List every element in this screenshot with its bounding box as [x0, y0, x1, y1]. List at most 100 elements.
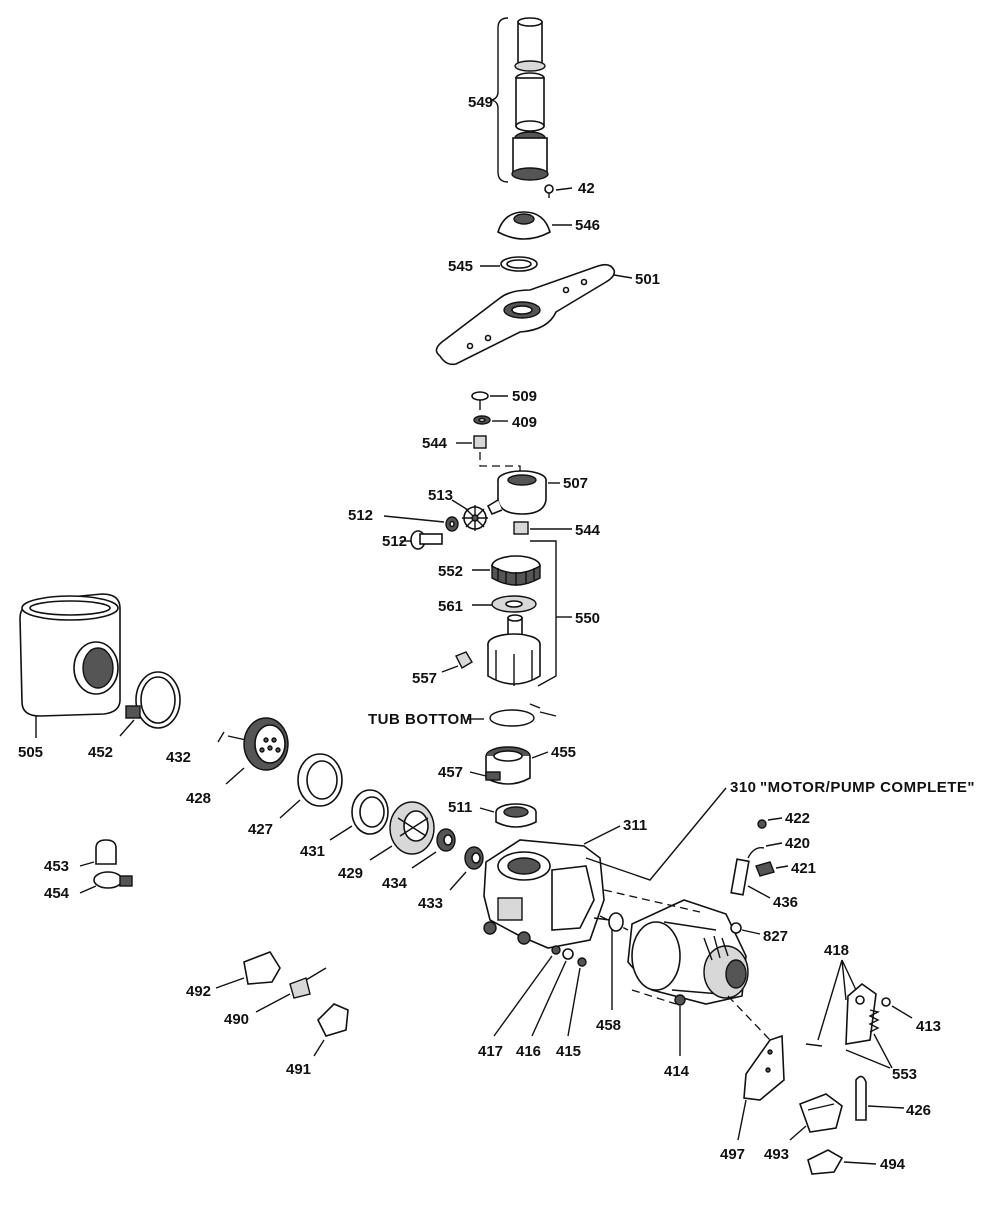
- label-426: 426: [906, 1102, 931, 1119]
- label-413: 413: [916, 1018, 941, 1035]
- part-511-nut: [479, 803, 537, 828]
- label-827: 827: [763, 928, 788, 945]
- part-432-spring: [217, 731, 247, 743]
- part-457-clamp: [469, 771, 501, 781]
- part-422-screw: [757, 817, 783, 829]
- part-452-hose-clamp: [119, 671, 181, 737]
- label-310-title: "MOTOR/PUMP COMPLETE": [760, 779, 975, 796]
- label-544-upper: 544: [422, 435, 448, 452]
- label-505: 505: [18, 744, 43, 761]
- part-454-clamp: [79, 871, 133, 894]
- label-552: 552: [438, 563, 463, 580]
- part-546-spray-cap: [497, 211, 572, 240]
- label-501: 501: [635, 271, 660, 288]
- label-507: 507: [563, 475, 588, 492]
- label-452: 452: [88, 744, 113, 761]
- part-549-spray-tube: [489, 17, 549, 183]
- part-436-capacitor: [730, 858, 771, 899]
- part-491-bracket: [313, 1003, 349, 1057]
- part-311-pump-housing: [483, 825, 621, 949]
- label-310: 310: [730, 779, 757, 796]
- part-545-retaining-ring: [480, 256, 538, 272]
- part-557-clip: [441, 651, 473, 673]
- label-409: 409: [512, 414, 537, 431]
- label-431: 431: [300, 843, 325, 860]
- part-497-mounting-bracket: [737, 1034, 785, 1141]
- label-433: 433: [418, 895, 443, 912]
- part-507-manifold: [486, 470, 560, 516]
- part-415-nut: [567, 957, 587, 1037]
- label-493: 493: [764, 1146, 789, 1163]
- label-421: 421: [791, 860, 816, 877]
- label-545: 545: [448, 258, 473, 275]
- label-549: 549: [468, 94, 493, 111]
- label-415: 415: [556, 1043, 581, 1060]
- part-tub-bottom-opening: [468, 703, 557, 727]
- label-550: 550: [575, 610, 600, 627]
- part-494-cover: [807, 1149, 877, 1175]
- label-553: 553: [892, 1066, 917, 1083]
- part-428-impeller: [225, 717, 289, 785]
- part-427-gasket-ring: [279, 753, 343, 819]
- part-310-motor-pump-complete: [585, 787, 771, 1041]
- label-457: 457: [438, 764, 463, 781]
- part-417-washer: [493, 945, 561, 1037]
- part-409-washer: [473, 415, 508, 425]
- label-416: 416: [516, 1043, 541, 1060]
- label-429: 429: [338, 865, 363, 882]
- label-455: 455: [551, 744, 576, 761]
- label-436: 436: [773, 894, 798, 911]
- part-512-washer: [383, 515, 459, 532]
- label-454: 454: [44, 885, 70, 902]
- label-490: 490: [224, 1011, 249, 1028]
- label-511: 511: [448, 799, 472, 816]
- label-417: 417: [478, 1043, 503, 1060]
- label-544-lower: 544: [575, 522, 601, 539]
- part-458-bolt: [593, 912, 624, 1010]
- part-553-spring: [845, 1009, 893, 1069]
- part-433-seal: [449, 846, 484, 891]
- label-414: 414: [664, 1063, 690, 1080]
- label-434: 434: [382, 875, 408, 892]
- label-453: 453: [44, 858, 69, 875]
- label-427: 427: [248, 821, 273, 838]
- part-420-wire-clip: [747, 842, 783, 859]
- label-42: 42: [578, 180, 595, 197]
- label-tub-bottom: TUB BOTTOM: [368, 711, 473, 728]
- part-501-spray-arm: [435, 263, 633, 366]
- label-546: 546: [575, 217, 600, 234]
- part-509-screw: [471, 391, 508, 410]
- part-493-housing: [789, 1093, 843, 1141]
- part-429-pump-impeller: [369, 801, 435, 861]
- part-513-pinion-gear: [451, 499, 488, 531]
- label-494: 494: [880, 1156, 906, 1173]
- part-827-screw: [730, 922, 761, 935]
- part-512-screw: [400, 530, 443, 550]
- label-561: 561: [438, 598, 463, 615]
- label-422: 422: [785, 810, 810, 827]
- part-550-pump-assembly: [487, 540, 572, 687]
- part-413-clip: [881, 997, 913, 1019]
- label-428: 428: [186, 790, 211, 807]
- label-418: 418: [824, 942, 849, 959]
- label-513: 513: [428, 487, 453, 504]
- part-544-bushing-lower: [513, 521, 572, 535]
- part-426-rod: [855, 1075, 905, 1121]
- part-552-drive-gear: [472, 555, 541, 586]
- label-491: 491: [286, 1061, 311, 1078]
- part-490-switch: [255, 967, 327, 1013]
- part-421-plate: [755, 861, 789, 877]
- part-42-screw: [544, 184, 573, 198]
- label-497: 497: [720, 1146, 745, 1163]
- part-505-sump-housing: [19, 593, 121, 738]
- label-458: 458: [596, 1017, 621, 1034]
- label-512-upper: 512: [348, 507, 373, 524]
- label-512-lower: 512: [382, 533, 407, 550]
- part-453-cap: [79, 839, 117, 867]
- part-434-seal: [411, 828, 456, 869]
- part-431-retainer: [329, 789, 389, 841]
- part-492-bracket: [215, 951, 281, 989]
- part-561-seal-washer: [472, 595, 537, 613]
